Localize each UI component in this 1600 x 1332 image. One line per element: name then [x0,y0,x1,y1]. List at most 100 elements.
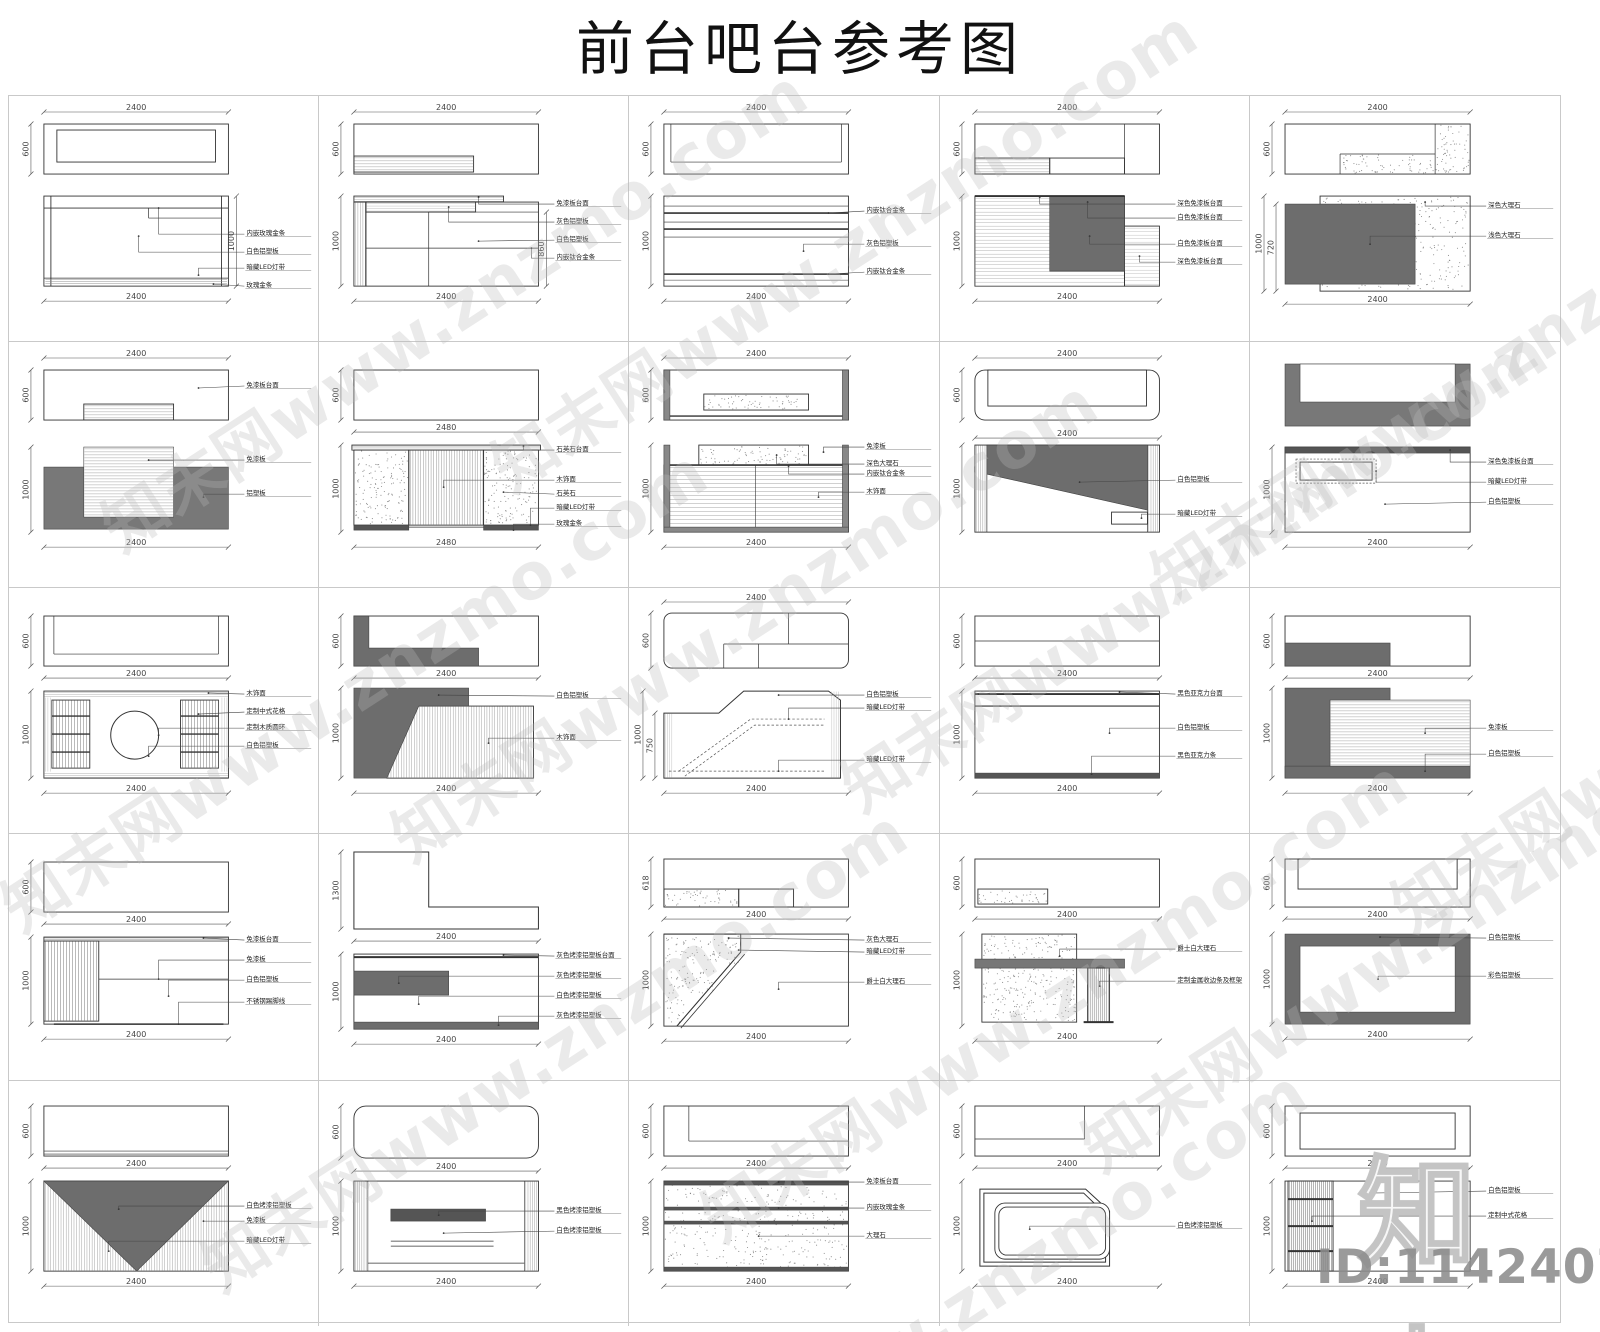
material-label: 石英石台面 [522,444,622,453]
dimension: 2400 [971,1277,1162,1289]
texture-hatch [352,446,541,451]
shape [43,690,229,779]
material-label-text: 免漆板 [1488,722,1508,731]
material-label-text: 白色铝塑板 [1488,1185,1521,1194]
material-label: 免漆板台面 [202,935,312,944]
material-label-text: 深色大理石 [1488,200,1521,209]
texture-hatch [388,706,532,778]
material-label-text: 免漆板台面 [867,1176,900,1185]
dimension: 600 [1262,1102,1275,1159]
texture-hatch [45,279,227,284]
material-label-text: 免漆板 [246,955,266,964]
shape [997,1206,1106,1256]
shape [353,449,410,526]
material-label: 白色铝塑板 [1383,496,1553,505]
dimension: 2400 [971,103,1162,115]
dimension: 2400 [1282,1159,1473,1171]
dimension: 1000 [21,1177,34,1274]
dim-text: 1000 [332,479,341,499]
shape [1284,1105,1471,1157]
dim-text: 2400 [746,1033,766,1042]
shape [664,1220,850,1225]
dimension: 2400 [41,669,232,682]
texture-stipple [665,890,738,907]
shape [353,155,475,173]
material-label: 灰色烤漆铝塑板台面 [502,951,622,960]
dim-text: 2400 [1367,1031,1387,1040]
material-label-text: 定制中式花格 [1488,1210,1528,1219]
material-label: 深色大理石 [776,454,932,467]
shape [365,201,477,213]
dim-text: 1000 [1262,723,1271,743]
material-label-text: 灰色烤漆铝塑板台面 [557,951,616,960]
texture-hatch [221,697,228,772]
material-label-text: 彩色铝塑板 [1488,971,1521,980]
dim-text: 2400 [1057,1159,1077,1168]
shape [1299,363,1456,403]
dimension: 1000 [332,193,344,289]
dim-text: 2400 [126,292,146,301]
material-label: 大理石 [758,1230,932,1239]
dim-text: 2400 [1057,1033,1077,1042]
dim-text: 1000 [642,970,651,990]
material-label-text: 定制金属收边条及框架 [1177,976,1242,985]
material-label-text: 木饰面 [557,732,577,741]
shape [974,859,1160,908]
dimension: 1000 [634,688,647,782]
material-label-text: 爵士白大理石 [1177,944,1216,953]
material-label-text: 灰色铝塑板 [557,216,590,225]
dimension: 1000 [952,193,965,289]
dim-text: 1000 [1254,233,1263,253]
material-label: 白色铝塑板 [1378,933,1553,942]
shape [663,369,850,421]
material-label-text: 暗藏LED灯带 [557,502,596,511]
texture-hatch [665,713,673,778]
material-label: 免漆板 [822,441,932,454]
dim-text: 2400 [746,1277,766,1286]
material-label: 白色铝塑板 [437,690,622,699]
dimension: 600 [642,1102,655,1159]
shape [974,123,1160,175]
dim-text: 2400 [1367,784,1387,793]
dim-text: 600 [21,634,30,649]
dim-text: 2400 [1367,1159,1387,1168]
dimension: 2400 [41,1159,232,1171]
texture-stipple [665,997,685,1024]
dim-text: 2400 [436,292,456,301]
dim-text: 1000 [1262,969,1271,989]
dim-text: 2400 [126,1031,146,1040]
material-label: 白色铝塑板 [147,740,312,758]
dim-text: 2400 [126,349,146,358]
dimension: 2400 [661,103,852,115]
texture-stipple [1342,154,1434,174]
material-label: 免漆板台面 [477,196,622,207]
texture-stipple [666,966,715,995]
material-label: 白色铝塑板 [1368,1185,1553,1194]
dim-text: 2400 [436,1162,456,1171]
dim-text: 1000 [21,480,30,500]
dim-text: 600 [332,141,341,156]
dim-text: 2400 [746,593,766,602]
texture-hatch [45,942,97,1022]
material-label-text: 白色铝塑板 [1177,474,1210,483]
dimension: 2400 [1282,784,1473,797]
dimension: 2400 [971,1159,1162,1171]
dim-text: 600 [21,141,30,156]
dimension: 2400 [661,1033,852,1045]
material-label-text: 石英石台面 [557,444,590,453]
dimension: 1000 [642,1177,655,1274]
material-label-text: 白色铝塑板 [1488,748,1521,757]
dim-text: 2400 [746,911,766,920]
material-label: 白色烤漆铝塑板 [117,1200,312,1210]
texture-hatch [44,938,228,942]
shape [353,524,410,531]
dimension: 1000 [332,1177,344,1274]
